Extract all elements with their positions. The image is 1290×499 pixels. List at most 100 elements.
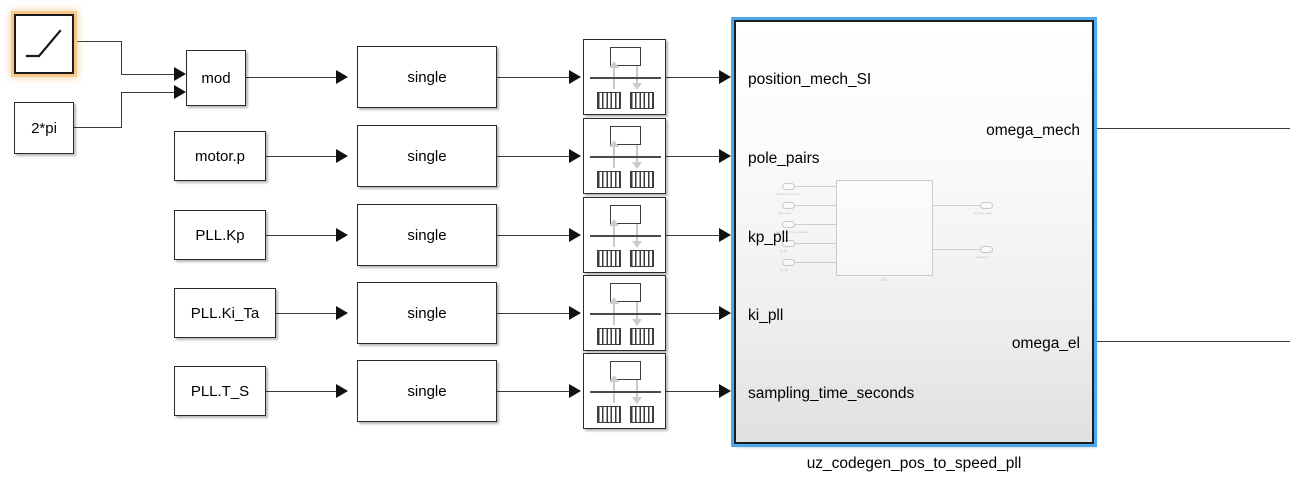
block-pll-ki-ta[interactable]: PLL.Ki_Ta <box>174 288 276 338</box>
subsystem-outport-label-omega-mech: omega_mech <box>986 122 1080 139</box>
subsystem-caption: uz_codegen_pos_to_speed_pll <box>806 455 1022 472</box>
block-label: single <box>407 382 447 400</box>
preview-outport-label: omega_mech <box>974 211 993 215</box>
arrow-sub-in3 <box>719 228 731 242</box>
wire-omega-mech-out <box>1094 128 1290 130</box>
preview-inport <box>782 221 795 228</box>
block-single-4[interactable]: single <box>357 282 497 344</box>
wire-twopi-v <box>121 92 123 128</box>
block-pll-t-s[interactable]: PLL.T_S <box>174 366 266 416</box>
wire-mod-to-single1 <box>246 77 342 79</box>
preview-inport <box>782 259 795 266</box>
subsystem-inport-label-position-mech-si: position_mech_SI <box>748 71 872 88</box>
block-label: single <box>407 147 447 165</box>
block-label: PLL.Ki_Ta <box>190 304 260 322</box>
preview-core-label: PLL <box>881 278 888 282</box>
block-single-1[interactable]: single <box>357 46 497 108</box>
preview-inport <box>782 183 795 190</box>
preview-wire <box>933 205 980 206</box>
block-rate-transition-2[interactable] <box>583 118 666 194</box>
block-single-3[interactable]: single <box>357 204 497 266</box>
preview-wire <box>795 186 836 187</box>
block-rate-transition-3[interactable] <box>583 197 666 273</box>
wire-motorp-to-single2 <box>266 156 342 158</box>
block-label: single <box>407 68 447 86</box>
block-label: motor.p <box>194 147 246 165</box>
wire-rt1-to-sub <box>666 77 730 79</box>
rate-transition-icon <box>584 354 665 428</box>
block-pll-kp[interactable]: PLL.Kp <box>174 210 266 260</box>
arrow-mod-in2 <box>174 85 186 99</box>
preview-wire <box>933 249 980 250</box>
block-single-5[interactable]: single <box>357 360 497 422</box>
arrow-single4-in <box>336 306 348 320</box>
block-label: PLL.Kp <box>195 226 245 244</box>
subsystem-inport-label-kp-pll: kp_pll <box>748 229 789 246</box>
wire-rt2-to-sub <box>666 156 730 158</box>
block-mod[interactable]: mod <box>186 50 246 106</box>
preview-wire <box>795 243 836 244</box>
block-two-pi[interactable]: 2*pi <box>14 102 74 154</box>
wire-ramp-h2 <box>121 74 184 76</box>
arrow-single1-in <box>336 70 348 84</box>
ramp-icon <box>25 29 62 58</box>
wire-rt3-to-sub <box>666 235 730 237</box>
wire-omega-el-out <box>1094 341 1290 343</box>
preview-inport-label: pole_pairs <box>778 211 792 215</box>
wire-rt5-to-sub <box>666 391 730 393</box>
preview-outport-label: omega_el <box>976 255 990 259</box>
wire-twopi-h1 <box>74 127 122 129</box>
arrow-sub-in4 <box>719 306 731 320</box>
block-motor-p[interactable]: motor.p <box>174 131 266 181</box>
wire-ramp-h1 <box>74 41 122 43</box>
block-rate-transition-4[interactable] <box>583 275 666 351</box>
wire-rt4-to-sub <box>666 313 730 315</box>
arrow-single2-in <box>336 149 348 163</box>
arrow-single5-in <box>336 384 348 398</box>
wire-twopi-h2 <box>121 92 184 94</box>
block-label: single <box>407 226 447 244</box>
arrow-sub-in2 <box>719 149 731 163</box>
rate-transition-icon <box>584 40 665 114</box>
wire-single4-to-rt4 <box>497 313 575 315</box>
arrow-mod-in1 <box>174 67 186 81</box>
block-label: mod <box>201 69 231 87</box>
preview-inport-label: position_mech_SI <box>776 192 801 196</box>
preview-outport <box>980 246 993 253</box>
preview-core-block <box>836 180 933 276</box>
arrow-rt3-in <box>569 228 581 242</box>
wire-ts-to-single5 <box>266 391 342 393</box>
wire-single3-to-rt3 <box>497 235 575 237</box>
wire-single2-to-rt2 <box>497 156 575 158</box>
wire-kp-to-single3 <box>266 235 342 237</box>
rate-transition-icon <box>584 119 665 193</box>
subsystem-inport-label-ki-pll: ki_pll <box>748 307 784 324</box>
block-ramp[interactable] <box>14 14 74 74</box>
preview-outport <box>980 202 993 209</box>
subsystem-outport-label-omega-el: omega_el <box>1011 335 1080 352</box>
preview-wire <box>795 224 836 225</box>
wire-kita-to-single4 <box>276 313 342 315</box>
preview-wire <box>795 262 836 263</box>
wire-single1-to-rt1 <box>497 77 575 79</box>
preview-inport <box>782 202 795 209</box>
block-label: single <box>407 304 447 322</box>
arrow-rt4-in <box>569 306 581 320</box>
block-label: PLL.T_S <box>190 382 250 400</box>
subsystem-block-uz-codegen-pos-to-speed-pll[interactable]: position_mech_SI pole_pairs sampling_tim… <box>731 17 1097 447</box>
block-label: 2*pi <box>31 119 57 137</box>
arrow-rt5-in <box>569 384 581 398</box>
arrow-rt2-in <box>569 149 581 163</box>
wire-single5-to-rt5 <box>497 391 575 393</box>
rate-transition-icon <box>584 198 665 272</box>
arrow-single3-in <box>336 228 348 242</box>
wire-ramp-v <box>121 41 123 75</box>
arrow-sub-in1 <box>719 70 731 84</box>
arrow-rt1-in <box>569 70 581 84</box>
block-single-2[interactable]: single <box>357 125 497 187</box>
preview-inport-label: kp_pll <box>780 268 788 272</box>
block-rate-transition-5[interactable] <box>583 353 666 429</box>
block-rate-transition-1[interactable] <box>583 39 666 115</box>
subsystem-inport-label-sampling-time-seconds: sampling_time_seconds <box>748 385 915 402</box>
